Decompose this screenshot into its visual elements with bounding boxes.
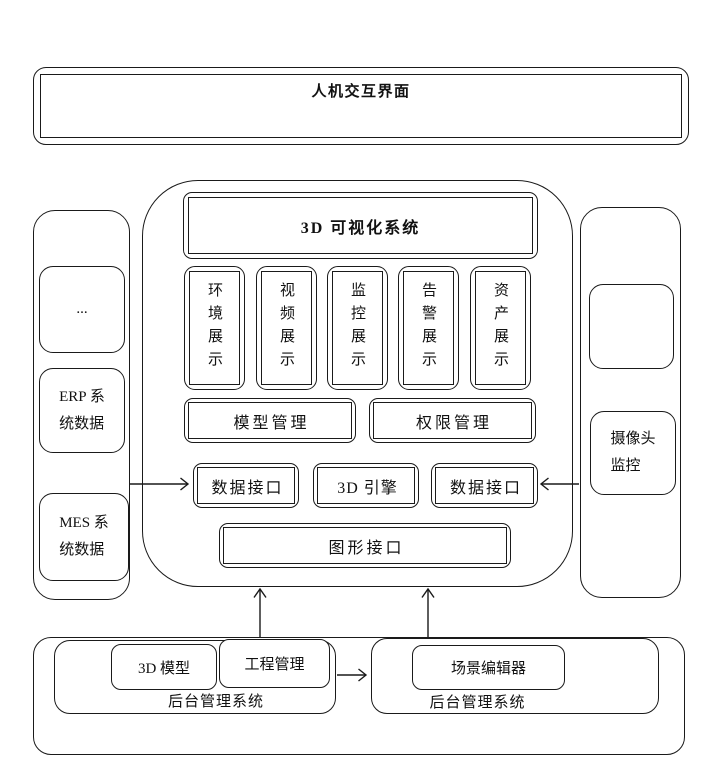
arrow-backend-left-to-core (253, 587, 267, 637)
core-3d-panel: 3D 可视化系统 环境展示 视频展示 监控展示 告警展示 资产展示 模型管理 权… (142, 180, 573, 587)
erp-data-box: ERP 系 统数据 (39, 368, 125, 453)
hmi-title: 人机交互界面 (311, 84, 411, 100)
core-title-box: 3D 可视化系统 (183, 192, 538, 259)
camera-panel: 摄像头 监控 (580, 207, 681, 598)
data-interface-right-label: 数据接口 (449, 479, 522, 497)
camera-monitor-label: 摄像头 监控 (610, 431, 656, 474)
video-display-box: 视频展示 (256, 266, 317, 390)
permission-mgmt-box: 权限管理 (369, 398, 536, 443)
asset-display-box: 资产展示 (470, 266, 531, 390)
scene-editor-label: 场景编辑器 (450, 661, 526, 677)
ellipsis-box: ... (39, 266, 125, 353)
data-interface-left-box: 数据接口 (193, 463, 299, 508)
external-data-panel: ... ERP 系 统数据 MES 系 统数据 (33, 210, 130, 600)
data-interface-right-box: 数据接口 (431, 463, 538, 508)
graphics-interface-box: 图形接口 (219, 523, 511, 568)
arrow-backend-right-to-core (421, 587, 435, 637)
camera-monitor-box: 摄像头 监控 (590, 411, 676, 495)
env-display-label: 环境展示 (206, 282, 222, 374)
env-display-box: 环境展示 (184, 266, 245, 390)
monitor-display-label: 监控展示 (349, 282, 365, 374)
project-mgmt-label: 工程管理 (244, 657, 305, 673)
model-mgmt-box: 模型管理 (184, 398, 356, 443)
erp-data-label: ERP 系 统数据 (59, 388, 105, 432)
data-interface-left-label: 数据接口 (211, 479, 284, 497)
camera-spare-box (589, 284, 674, 369)
mes-data-label: MES 系 统数据 (59, 515, 109, 558)
graphics-interface-label: 图形接口 (328, 539, 405, 557)
core-title: 3D 可视化系统 (300, 219, 421, 237)
monitor-display-box: 监控展示 (327, 266, 388, 390)
hmi-panel: 人机交互界面 (33, 67, 689, 145)
model-3d-label: 3D 模型 (137, 660, 191, 677)
alarm-display-box: 告警展示 (398, 266, 459, 390)
alarm-display-label: 告警展示 (420, 282, 436, 374)
backend-panel: 3D 模型 工程管理 后台管理系统 场景编辑器 后台管理系统 (33, 637, 685, 755)
backend-right-system: 场景编辑器 后台管理系统 (371, 638, 659, 714)
backend-right-label: 后台管理系统 (429, 695, 526, 711)
permission-mgmt-label: 权限管理 (415, 414, 492, 432)
ellipsis-label: ... (76, 301, 88, 317)
engine-3d-label: 3D 引擎 (337, 479, 398, 497)
model-3d-box: 3D 模型 (111, 644, 217, 690)
mes-data-box: MES 系 统数据 (39, 493, 129, 581)
backend-left-label: 后台管理系统 (167, 694, 264, 710)
backend-left-system: 3D 模型 工程管理 后台管理系统 (54, 639, 336, 714)
asset-display-label: 资产展示 (492, 282, 508, 374)
model-mgmt-label: 模型管理 (233, 414, 310, 432)
video-display-label: 视频展示 (278, 282, 294, 374)
scene-editor-box: 场景编辑器 (412, 645, 565, 690)
project-mgmt-box: 工程管理 (219, 639, 330, 688)
engine-3d-box: 3D 引擎 (313, 463, 419, 508)
